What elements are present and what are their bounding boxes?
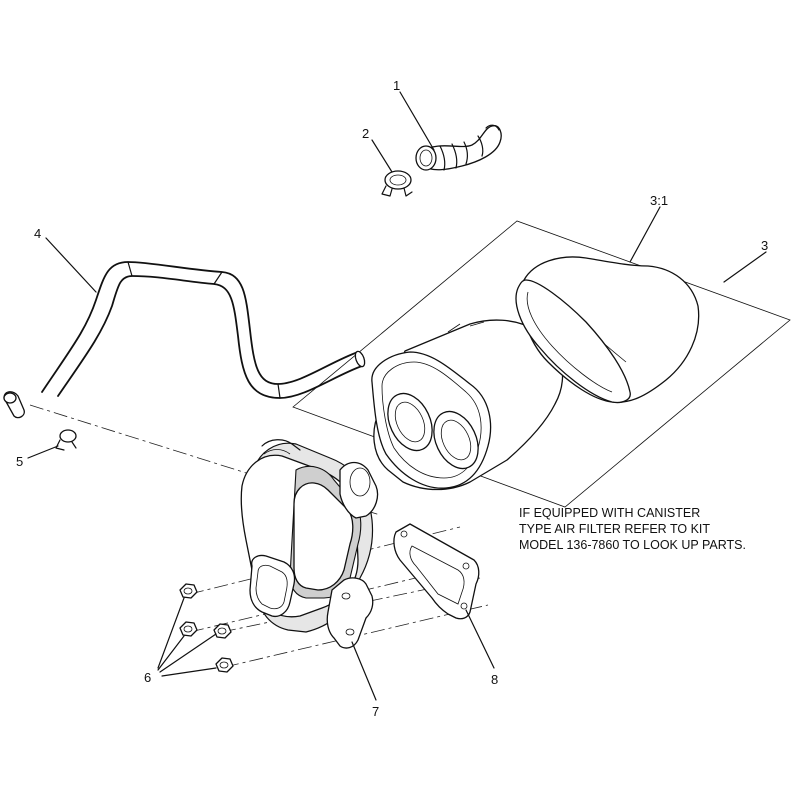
callout-3-1: 3:1 (650, 193, 668, 208)
hex-nut (213, 623, 232, 639)
callout-1: 1 (393, 78, 400, 93)
hex-nuts (179, 583, 234, 673)
air-filter-element (371, 319, 564, 491)
note-line-1: IF EQUIPPED WITH CANISTER (519, 506, 700, 520)
note-line-2: TYPE AIR FILTER REFER TO KIT (519, 522, 710, 536)
callout-8: 8 (491, 672, 498, 687)
air-cleaner-housing (240, 439, 379, 649)
callout-6: 6 (144, 670, 151, 685)
callout-7: 7 (372, 704, 379, 719)
pre-cleaner (515, 256, 700, 404)
note-line-3: MODEL 136-7860 TO LOOK UP PARTS. (519, 538, 746, 552)
hose-clamp-2 (381, 170, 413, 197)
leader-lines (27, 91, 767, 701)
kit-note: IF EQUIPPED WITH CANISTER TYPE AIR FILTE… (519, 506, 746, 552)
gasket (393, 523, 480, 620)
hex-nut (179, 583, 198, 599)
callout-4: 4 (34, 226, 41, 241)
fitting-and-clamp (3, 391, 77, 451)
callouts: 1 2 3:1 3 4 5 6 7 8 (16, 78, 768, 719)
callout-3: 3 (761, 238, 768, 253)
callout-2: 2 (362, 126, 369, 141)
callout-5: 5 (16, 454, 23, 469)
hex-nut (215, 657, 234, 673)
hex-nut (179, 621, 198, 637)
breather-tube (41, 261, 366, 399)
elbow-hose (415, 124, 502, 171)
